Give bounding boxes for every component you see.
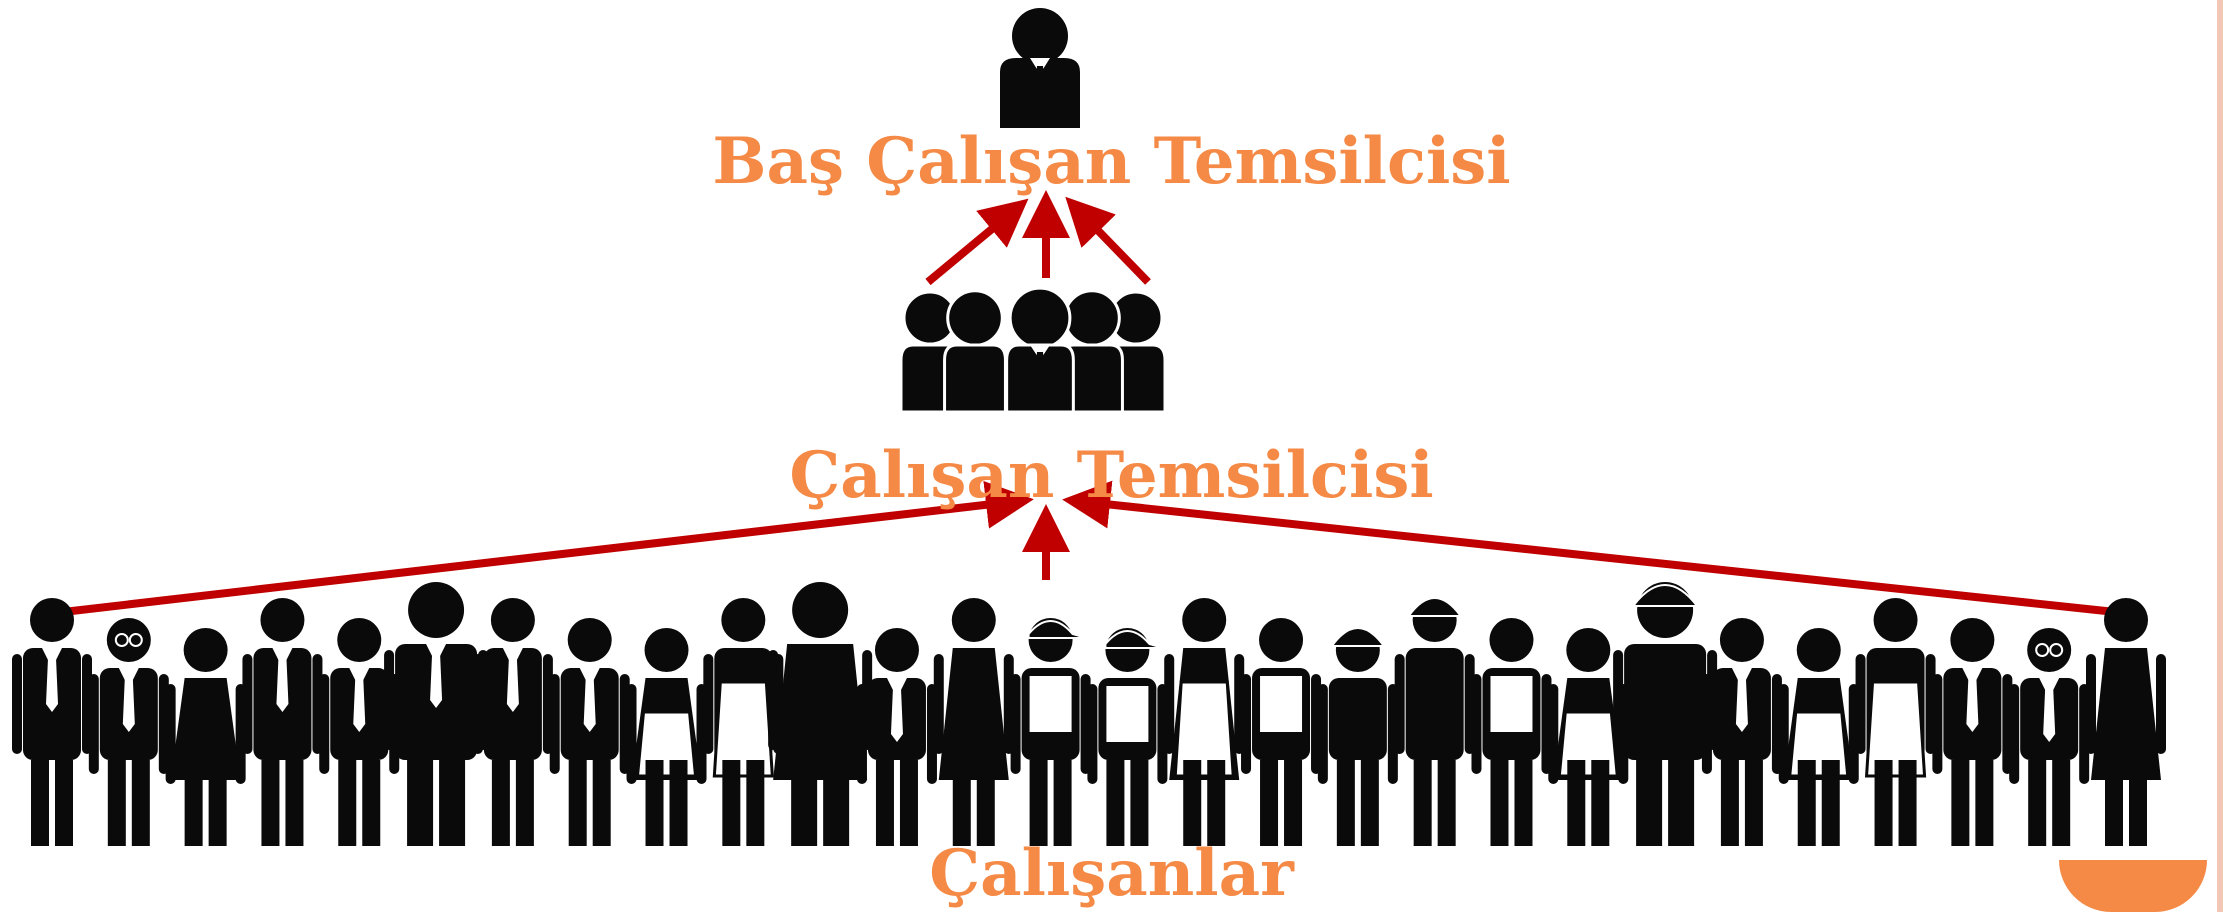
worker-figure — [703, 598, 784, 846]
group-icon — [899, 286, 1167, 414]
worker-figure — [165, 628, 246, 846]
worker-figure — [1548, 628, 1629, 846]
worker-figure — [242, 598, 323, 846]
group-member — [943, 289, 1007, 414]
group-member — [1005, 286, 1075, 414]
worker-figure — [1701, 618, 1782, 846]
worker-figure — [1241, 618, 1322, 846]
worker-figure — [88, 618, 169, 846]
arrows-to-top — [925, 190, 1151, 286]
worker-figure — [12, 598, 92, 846]
worker-figure — [1855, 598, 1936, 846]
bottom-label: Çalışanlar — [929, 836, 1294, 911]
worker-figure — [1317, 627, 1398, 846]
arrow-right-to-top — [1065, 196, 1151, 285]
worker-figure — [1932, 618, 2013, 846]
worker-figure — [2086, 598, 2166, 846]
worker-figure — [1471, 618, 1552, 846]
worker-figure — [384, 582, 489, 846]
arrow-right-to-middle — [1062, 480, 2135, 618]
worker-figure — [2009, 628, 2090, 846]
middle-label: Çalışan Temsilcisi — [789, 438, 1434, 513]
worker-figure — [933, 598, 1014, 846]
worker-figure — [319, 618, 400, 846]
corner-decoration — [2059, 860, 2207, 912]
worker-figure — [1613, 582, 1718, 846]
worker-figure — [1010, 618, 1091, 846]
group-member — [1060, 289, 1124, 414]
arrow-left-to-top — [925, 198, 1029, 286]
manager-icon — [1000, 8, 1080, 128]
worker-figure — [1394, 597, 1475, 846]
worker-figure — [1778, 628, 1859, 846]
worker-figure — [768, 582, 873, 846]
worker-figure — [472, 598, 553, 846]
worker-figure — [626, 628, 707, 846]
arrow-left-to-middle — [45, 480, 1034, 618]
worker-figure — [549, 618, 630, 846]
right-edge-decoration — [2217, 0, 2223, 912]
arrows-to-middle — [45, 480, 2135, 618]
worker-figure — [856, 628, 937, 846]
workers-icon — [12, 582, 2166, 846]
top-label: Baş Çalışan Temsilcisi — [712, 124, 1511, 199]
worker-figure — [1087, 628, 1168, 846]
worker-figure — [1164, 598, 1245, 846]
